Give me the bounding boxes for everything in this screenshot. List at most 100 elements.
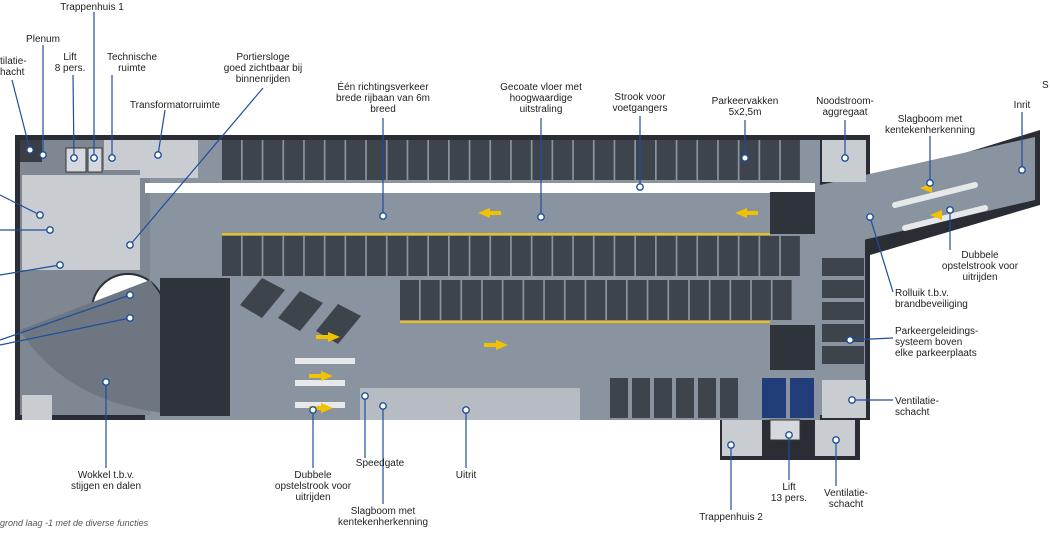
parking-bay [594, 236, 614, 276]
dark-block-left [160, 278, 230, 416]
parking-bay [710, 280, 730, 320]
parking-bay [449, 140, 469, 180]
label-trappenhuis-1: Trappenhuis 1 [60, 2, 124, 13]
leader-marker [841, 154, 849, 162]
label-wokkel: Wokkel t.b.v. stijgen en dalen [70, 470, 142, 492]
label-trappenhuis-2: Trappenhuis 2 [699, 512, 763, 523]
leader-marker [126, 314, 134, 322]
parking-bay [242, 236, 262, 276]
parking-bay [325, 140, 345, 180]
label-richtingsverkeer: Één richtingsverkeer brede rijbaan van 6… [336, 82, 430, 115]
parking-bay [511, 236, 531, 276]
leader-line [0, 294, 131, 341]
label-rolluik: Rolluik t.b.v. brandbeveiliging [895, 288, 968, 310]
leader-line [129, 87, 264, 246]
parking-bay [524, 280, 544, 320]
leader-marker [126, 241, 134, 249]
technische-ruimte [104, 140, 140, 170]
label-slagboom-top: Slagboom met kentekenherkenning [884, 114, 976, 136]
leader-marker [39, 151, 47, 159]
parking-bay [441, 280, 461, 320]
parking-bay [511, 140, 531, 180]
parking-bay [760, 236, 780, 276]
parking-bay [387, 140, 407, 180]
parking-bay [772, 280, 792, 320]
leader-marker [462, 406, 470, 414]
parking-bay [470, 140, 490, 180]
parking-bay [648, 280, 668, 320]
label-gecoate-vloer: Gecoate vloer met hoogwaardige uitstrali… [500, 82, 582, 115]
parking-bay [698, 140, 718, 180]
leader-marker [154, 151, 162, 159]
lift-13-room [769, 419, 801, 441]
yellow-bay-markings [222, 233, 770, 323]
leader-line [0, 194, 41, 216]
parking-bay [366, 236, 386, 276]
trappenhuis-2 [722, 420, 762, 456]
parking-bay [615, 236, 635, 276]
parking-bay [346, 236, 366, 276]
parking-bay [677, 140, 697, 180]
leader-marker [848, 396, 856, 404]
parking-bay [491, 140, 511, 180]
leader-marker [46, 226, 54, 234]
label-portiersloge: Portiersloge goed zichtbaar bij binnenri… [223, 52, 303, 85]
label-dubbele-bottom: Dubbele opstelstrook voor uitrijden [274, 470, 352, 503]
pedestrian-strip [145, 183, 815, 193]
parking-bay [718, 140, 738, 180]
figure-caption: grond laag -1 met de diverse functies [0, 518, 149, 528]
label-ventilatie-left: tilatie- hacht [0, 56, 27, 78]
leader-marker [90, 154, 98, 162]
parking-bay [532, 140, 552, 180]
leader-marker [379, 402, 387, 410]
leader-line [0, 317, 131, 346]
parking-bay [222, 236, 241, 276]
parking-bay [222, 140, 241, 180]
parking-bay [366, 140, 386, 180]
label-lift-8: Lift 8 pers. [54, 52, 86, 74]
parking-bay [607, 280, 626, 320]
parking-bay [739, 236, 759, 276]
angled-bays [240, 278, 361, 344]
leader-marker [537, 213, 545, 221]
parking-bay [677, 236, 697, 276]
leader-marker [102, 378, 110, 386]
parking-bay [304, 236, 324, 276]
dark-block-right [770, 325, 815, 370]
parking-bay [615, 140, 635, 180]
parking-bay [760, 140, 780, 180]
entrance-ramp [820, 137, 1035, 250]
parking-bay [594, 140, 614, 180]
parking-bay [698, 236, 718, 276]
dark-block-mid [770, 192, 815, 234]
label-strook-voetgangers: Strook voor voetgangers [612, 92, 668, 114]
leader-line [72, 74, 75, 159]
leader-marker [926, 179, 934, 187]
leader-lines [0, 12, 1023, 510]
ventilatie-right-room [822, 380, 866, 418]
leader-marker [309, 406, 317, 414]
label-lift-13: Lift 13 pers. [770, 482, 808, 504]
leader-marker [785, 431, 793, 439]
parking-bay [491, 236, 511, 276]
parking-bay [304, 140, 324, 180]
leader-marker [70, 154, 78, 162]
label-inrit: Inrit [1013, 100, 1031, 111]
parking-bay [751, 280, 771, 320]
parking-bay [420, 280, 440, 320]
parking-bays-middle-upper [222, 236, 800, 276]
exit-ramp [360, 388, 580, 420]
parking-bays-top-row [222, 140, 800, 180]
parking-bay [449, 236, 469, 276]
leader-marker [361, 392, 369, 400]
parking-bay [553, 140, 573, 180]
parking-bay [656, 140, 676, 180]
label-uitrit: Uitrit [455, 470, 477, 481]
leader-marker [36, 211, 44, 219]
leader-marker [108, 154, 116, 162]
parking-bays-middle-lower [400, 280, 792, 320]
parking-bay [544, 280, 564, 320]
transformatorruimte [140, 140, 198, 178]
right-corridor [820, 185, 865, 415]
